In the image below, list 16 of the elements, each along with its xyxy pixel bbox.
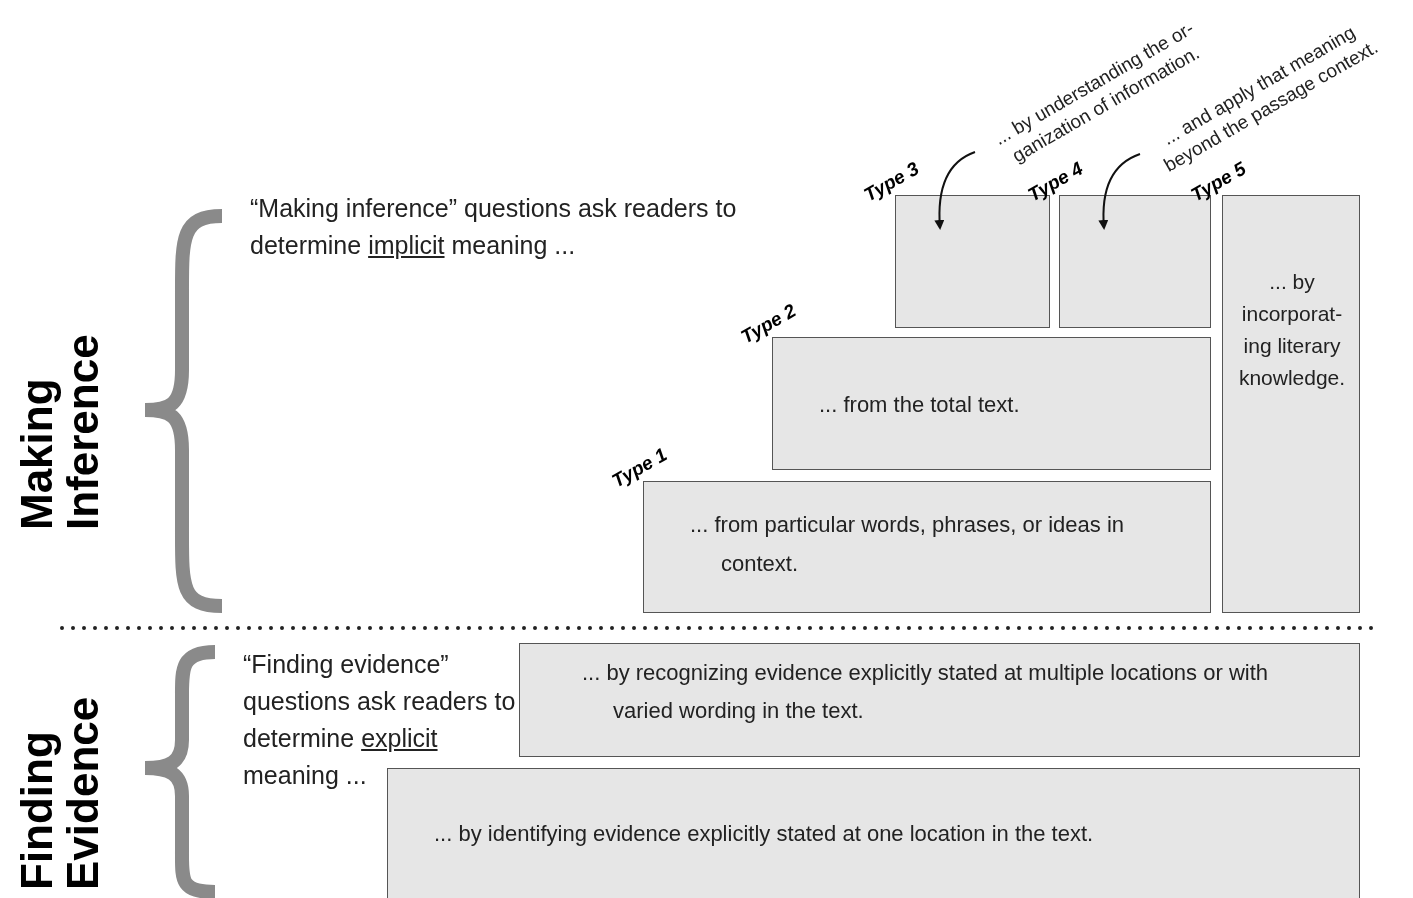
curved-arrow (934, 151, 976, 230)
box-text: ... from particular words, phrases, or ideas in context. (690, 511, 1126, 578)
question-description: “Finding evidence” questions ask readers to determine explicit meaning ... (243, 649, 517, 791)
question-description: “Making inference” questions ask readers to determine implicit meaning ... (250, 193, 738, 261)
section-title: Finding Evidence (14, 695, 106, 890)
type-heading: Type 3 (859, 156, 924, 208)
box-text: ... by recognizing evidence explicitly stated at multiple locations or with varied wording in the text. (582, 659, 1269, 725)
type-heading: Type 2 (736, 298, 801, 350)
type-box (519, 643, 1360, 757)
box-text: ... by incorporat- ing literary knowledge. (1237, 269, 1347, 391)
type-box (387, 768, 1360, 898)
box-text: ... from the total text. (819, 391, 1021, 419)
curved-arrow (1098, 153, 1141, 230)
box-text: ... by identifying evidence explicitly stated at one location in the text. (434, 820, 1095, 848)
section-title: Making Inference (14, 333, 106, 530)
type-heading: Type 1 (607, 442, 672, 494)
